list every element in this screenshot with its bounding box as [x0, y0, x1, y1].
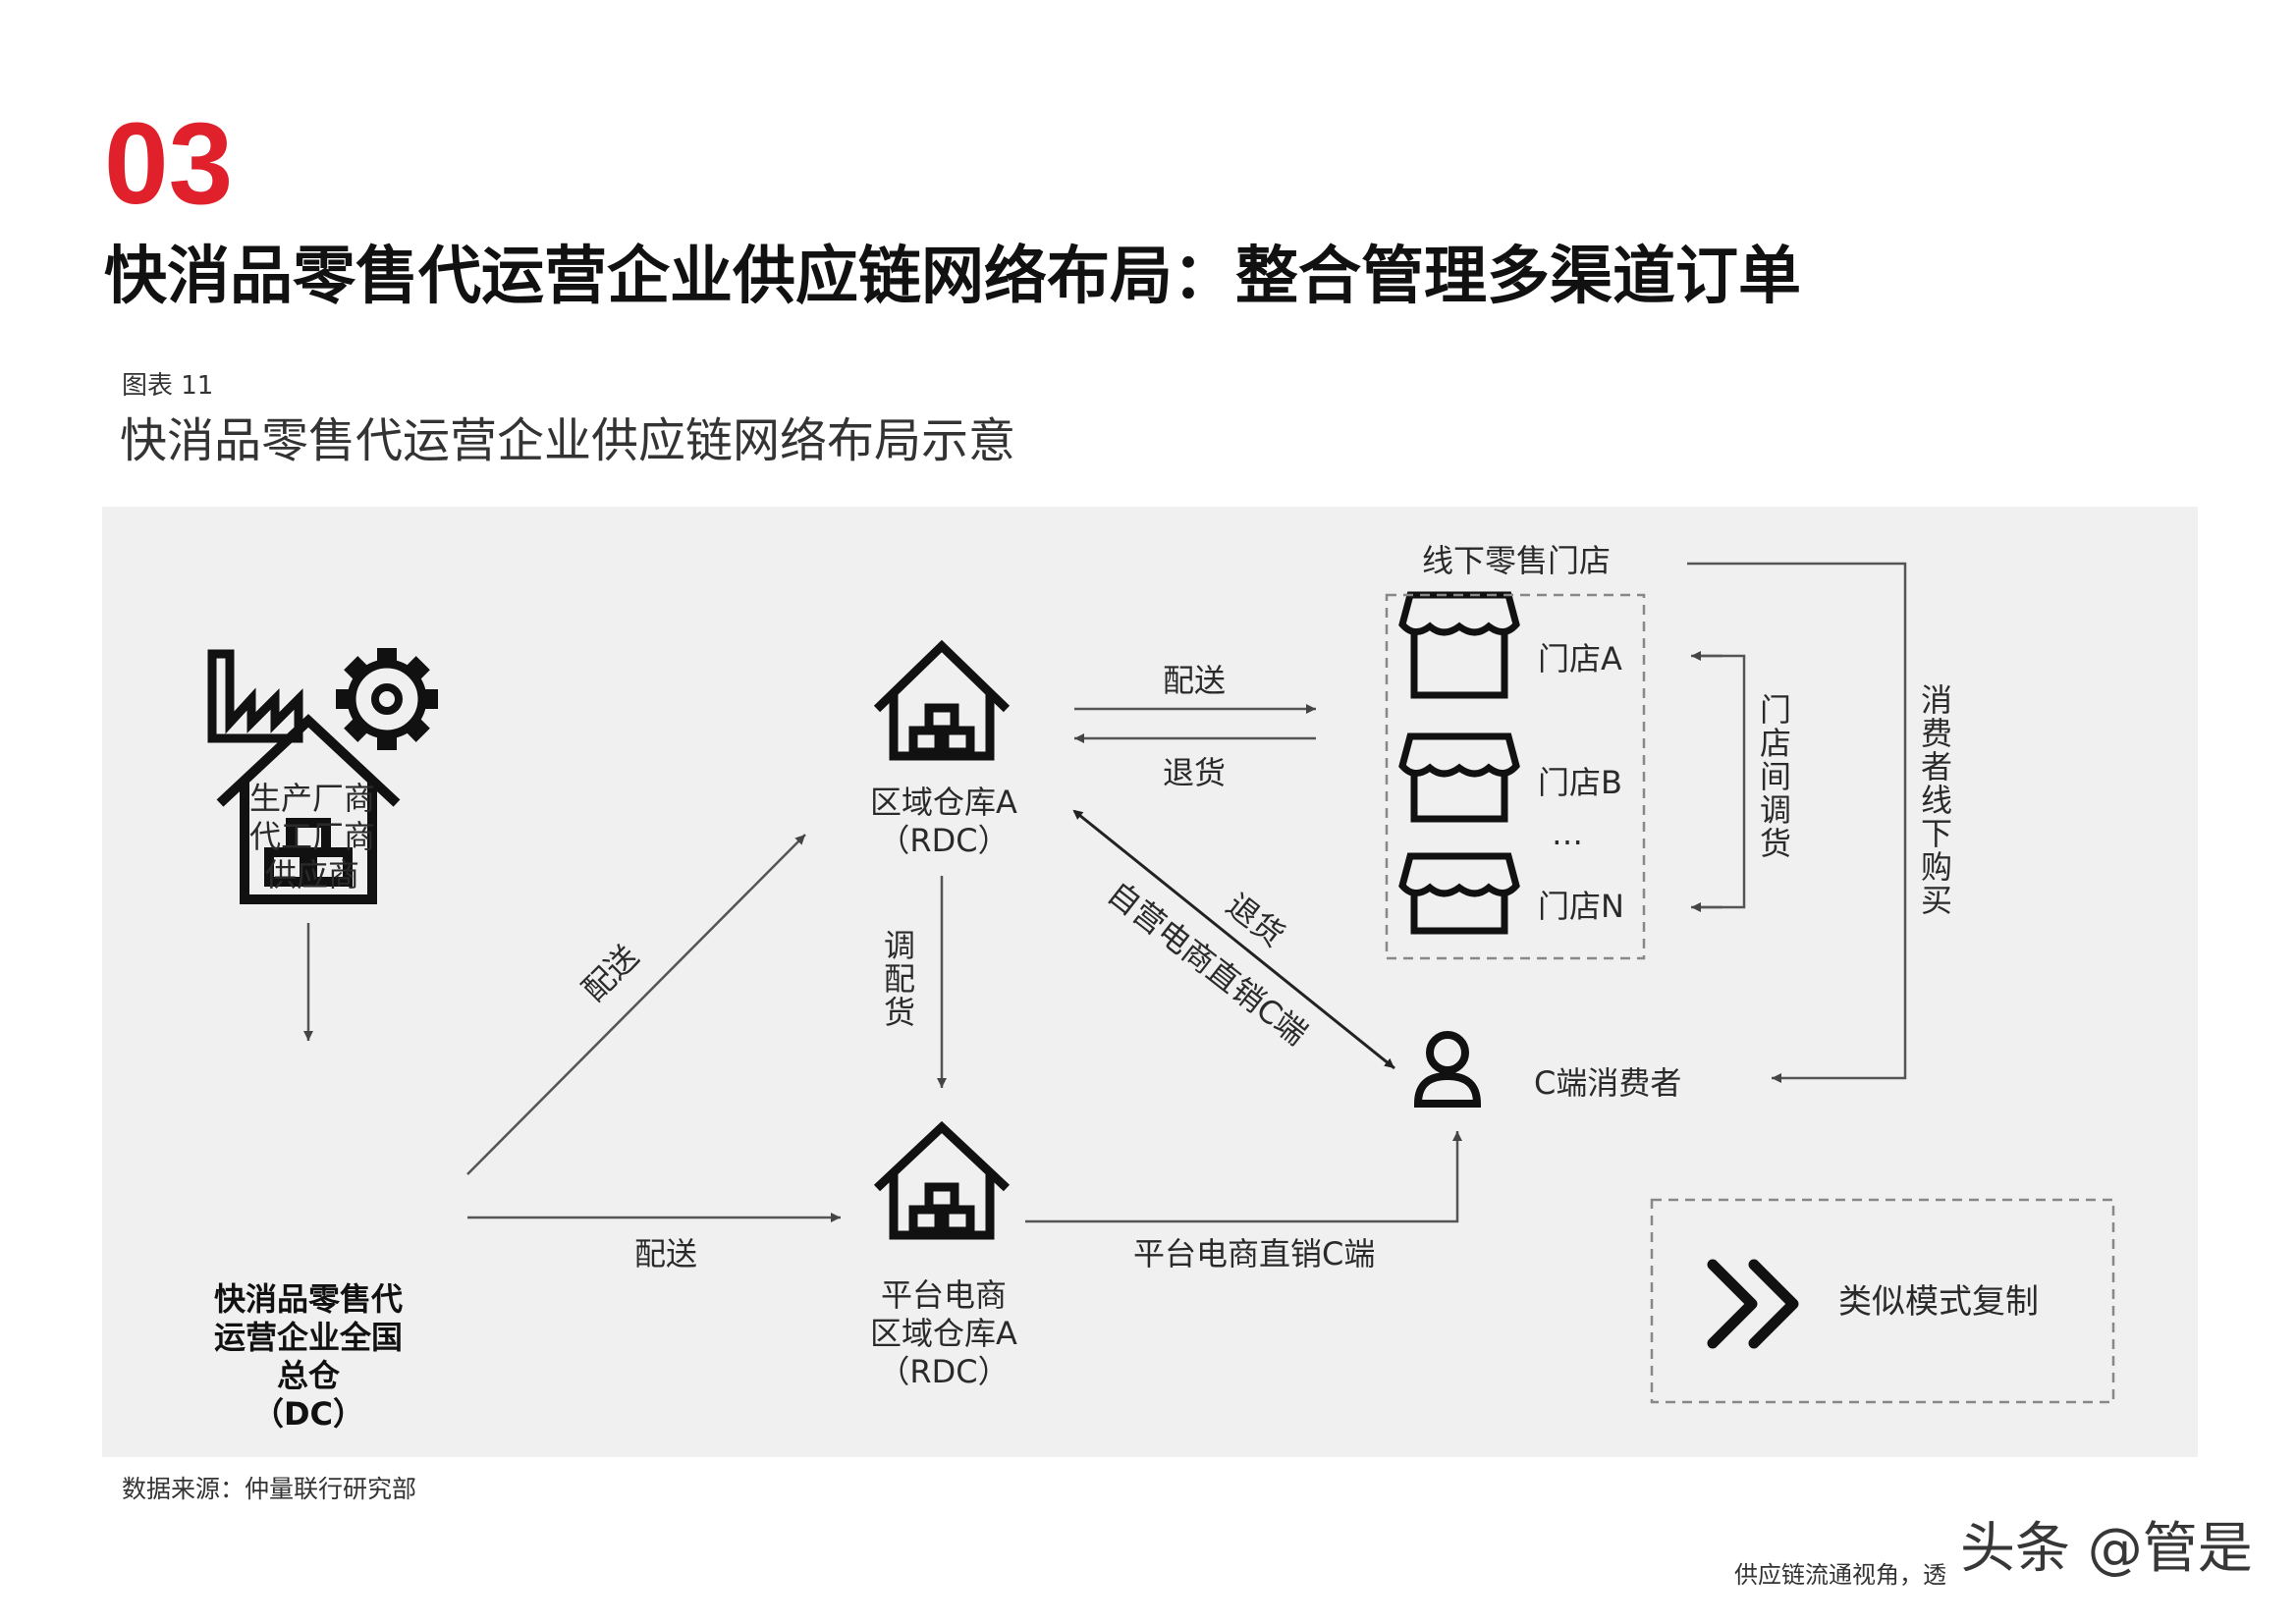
supplier-label-line: 代工厂商: [248, 818, 376, 856]
rdc-to-store-label: 配送: [1163, 662, 1227, 699]
double-chevron-icon: [1707, 1259, 1799, 1349]
offline-stores-box: [1385, 593, 1646, 960]
rdc-a-label-line: 区域仓库A: [870, 784, 1017, 821]
dc-label-line: 快消品零售代: [213, 1280, 404, 1318]
platform-rdc-label-line: 区域仓库A: [870, 1315, 1017, 1353]
store-n-icon: [1398, 852, 1520, 935]
rdc-consumer-bidirectional-arrow: [1072, 809, 1395, 1070]
dc-label-line: （DC）: [251, 1395, 365, 1434]
dc-to-platform-label: 配送: [634, 1235, 698, 1272]
dc-warehouse-icon: [216, 714, 401, 904]
rdc-transfer-label: 调配货: [879, 929, 917, 1029]
store-ellipsis: …: [1552, 815, 1583, 852]
dc-label: 快消品零售代 运营企业全国 总仓 （DC）: [214, 1280, 403, 1434]
dc-to-rdc-arrow: [466, 834, 806, 1175]
watermark: 头条 @管是: [1960, 1517, 2253, 1581]
store-a-icon: [1398, 591, 1520, 699]
platform-rdc-warehouse-icon: [873, 1120, 1011, 1240]
store-transfer-bracket: [1697, 654, 1746, 909]
supplier-label-line: 供应商: [264, 856, 360, 894]
offline-purchase-label: 消费者线下购买: [1916, 683, 1954, 917]
consumer-label: C端消费者: [1534, 1064, 1682, 1102]
store-b-label: 门店B: [1538, 764, 1622, 801]
store-b-icon: [1398, 732, 1520, 823]
footer-text: 供应链流通视角，透: [1734, 1561, 1946, 1589]
store-a-label: 门店A: [1538, 640, 1622, 677]
platform-rdc-label: 平台电商 区域仓库A （RDC）: [870, 1276, 1017, 1391]
consumer-icon: [1413, 1031, 1482, 1108]
platform-to-consumer-arrow: [1025, 1131, 1462, 1223]
supplier-label-line: 生产厂商: [248, 780, 376, 817]
data-source: 数据来源：仲量联行研究部: [122, 1475, 417, 1503]
dc-label-line: 运营企业全国: [213, 1319, 404, 1357]
page-title: 快消品零售代运营企业供应链网络布局：整合管理多渠道订单: [104, 241, 1801, 313]
offline-stores-title: 线下零售门店: [1422, 542, 1612, 579]
section-number: 03: [104, 99, 234, 229]
supply-chain-diagram: 生产厂商 代工厂商 供应商 快消品零售代 运营企业全国 总仓 （DC） 区域仓库…: [102, 507, 2198, 1457]
supplier-label: 生产厂商 代工厂商 供应商: [249, 780, 375, 894]
store-n-label: 门店N: [1538, 888, 1624, 925]
platform-rdc-label-line: （RDC）: [878, 1353, 1010, 1391]
store-transfer-label: 门店间调货: [1755, 693, 1793, 860]
dc-label-line: 总仓: [276, 1357, 341, 1395]
diagram-graphics: [207, 562, 2115, 1404]
gear-icon: [336, 648, 438, 750]
offline-purchase-arrow: [1687, 562, 1907, 1083]
platform-rdc-label-line: 平台电商: [880, 1276, 1007, 1314]
replicate-box: [1650, 1198, 2115, 1404]
rdc-a-label-line: （RDC）: [878, 822, 1010, 860]
rdc-a-warehouse-icon: [873, 639, 1011, 761]
rdc-a-label: 区域仓库A （RDC）: [870, 784, 1017, 860]
factory-icon: [207, 649, 303, 743]
replicate-label: 类似模式复制: [1838, 1282, 2039, 1322]
store-to-rdc-label: 退货: [1163, 754, 1227, 791]
platform-direct-c-label: 平台电商直销C端: [1133, 1235, 1376, 1272]
figure-title: 快消品零售代运营企业供应链网络布局示意: [120, 413, 1016, 468]
figure-label: 图表 11: [122, 371, 214, 401]
